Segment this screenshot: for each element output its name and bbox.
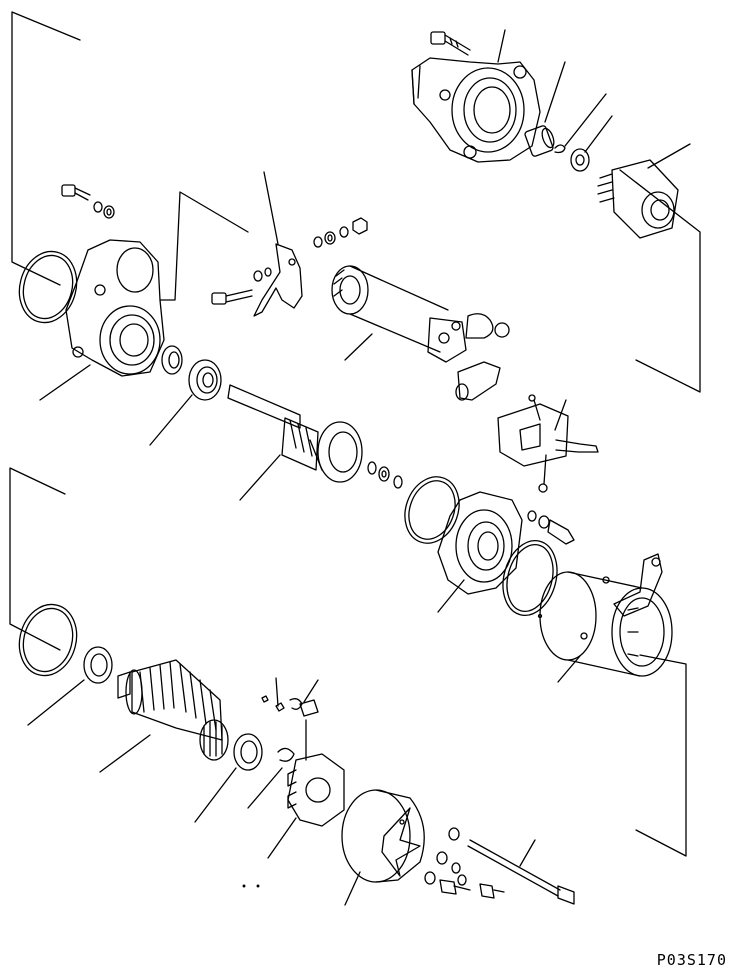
- terminal-boot: [456, 362, 500, 400]
- solenoid-terminal-cap: [466, 314, 509, 338]
- needle-bearing: [162, 346, 182, 374]
- shift-lever: [254, 172, 302, 316]
- shaft-washers: [368, 462, 402, 488]
- cover-screw: [440, 880, 504, 898]
- cover-washers: [425, 828, 466, 885]
- o-ring-lower: [12, 598, 85, 682]
- frame-brackets: [10, 12, 700, 856]
- o-ring-upper: [12, 245, 85, 329]
- through-bolt: [468, 840, 574, 904]
- gear-housing: [40, 240, 164, 400]
- pinion-shaft: [228, 385, 362, 500]
- housing-bolt: [62, 185, 90, 200]
- figure-code: P03S170: [656, 951, 727, 969]
- center-plate: [438, 492, 522, 612]
- armature-front-bearing: [28, 647, 112, 725]
- lever-pin-bolt: [212, 218, 367, 304]
- snap-ring: [248, 748, 294, 808]
- o-ring-middle: [396, 469, 468, 551]
- brush-holder: [268, 720, 344, 858]
- clip-ring: [555, 94, 606, 153]
- yoke-gasket-ring: [495, 535, 565, 622]
- lock-washer: [571, 116, 612, 171]
- ball-bearing: [150, 360, 221, 445]
- relay-bolt: [528, 511, 574, 544]
- housing-washers: [94, 202, 114, 218]
- stray-marks: [243, 615, 541, 887]
- armature-rear-bearing: [195, 734, 262, 822]
- pinion-clutch: [598, 144, 690, 238]
- front-housing-bolt: [431, 32, 470, 55]
- bushing: [524, 62, 565, 157]
- solenoid-switch: [332, 266, 466, 362]
- brush-harness: [498, 395, 598, 492]
- armature: [100, 660, 228, 772]
- rear-cover: [342, 790, 424, 905]
- yoke-field-frame: [540, 554, 672, 682]
- front-housing: [412, 30, 540, 162]
- brush-springs: [262, 678, 318, 716]
